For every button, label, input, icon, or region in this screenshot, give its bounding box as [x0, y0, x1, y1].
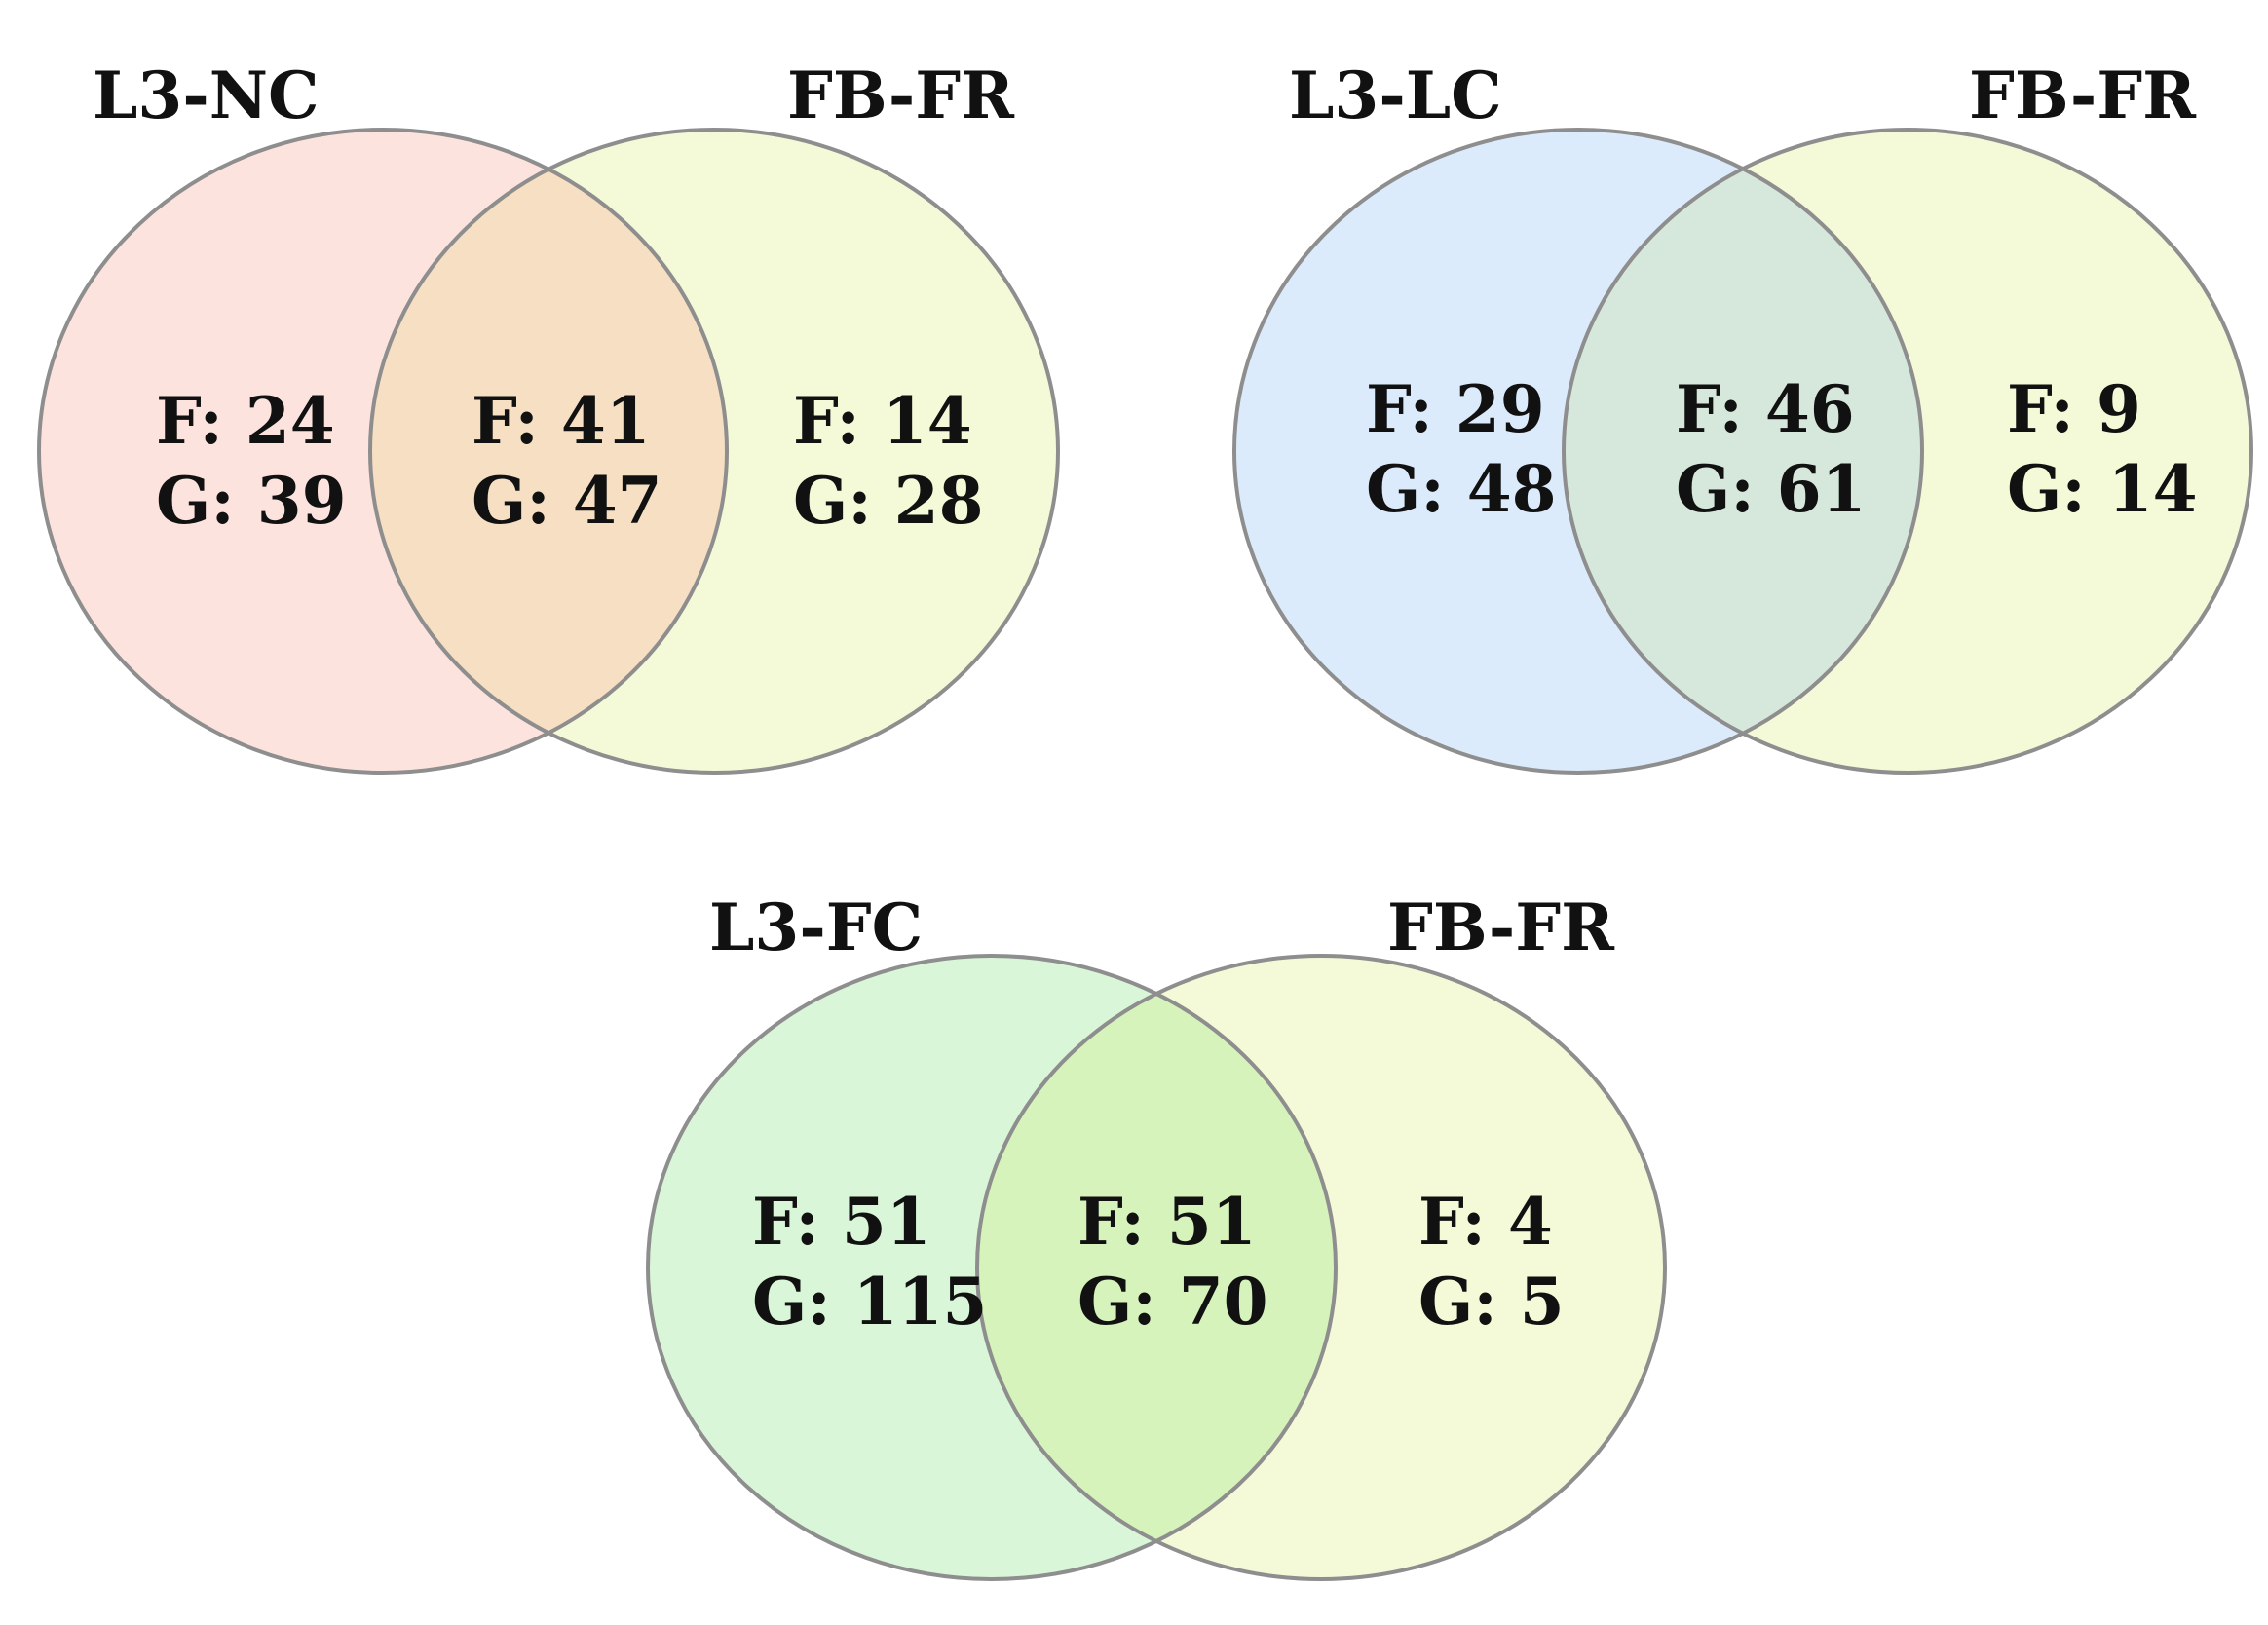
left-only-f-count: F: 51 [752, 1184, 931, 1260]
right-only-f-count: F: 14 [793, 383, 972, 459]
left-only-g-count: G: 115 [752, 1264, 987, 1340]
venn-diagram-2: L3-LC FB-FR F: 29 G: 48 F: 46 G: 61 F: 9… [1232, 57, 2253, 775]
overlap-g-count: G: 70 [1077, 1264, 1268, 1340]
overlap-g-count: G: 61 [1676, 451, 1867, 527]
set-circle-right-outline [368, 128, 1060, 775]
venn-diagram-1: L3-NC FB-FR F: 24 G: 39 F: 41 G: 47 F: 1… [37, 57, 1060, 775]
left-only-g-count: G: 48 [1366, 451, 1557, 527]
set-circle-left-outline [37, 128, 729, 775]
set-title-left: L3-FC [709, 889, 923, 965]
overlap-region [1564, 130, 1922, 773]
overlap-f-count: F: 51 [1077, 1184, 1257, 1260]
right-only-g-count: G: 5 [1418, 1264, 1565, 1340]
left-only-f-count: F: 29 [1366, 371, 1545, 447]
set-title-right: FB-FR [1969, 57, 2197, 133]
right-only-f-count: F: 4 [1418, 1184, 1553, 1260]
overlap-region [370, 130, 727, 773]
left-only-f-count: F: 24 [156, 383, 335, 459]
right-only-g-count: G: 14 [2007, 451, 2198, 527]
set-circle-right-outline [975, 954, 1667, 1581]
right-only-f-count: F: 9 [2007, 371, 2141, 447]
overlap-f-count: F: 41 [472, 383, 651, 459]
set-circle-right-outline [1562, 128, 2253, 775]
set-title-left: L3-NC [93, 57, 320, 133]
set-title-right: FB-FR [1387, 889, 1615, 965]
overlap-region [977, 956, 1336, 1579]
set-title-right: FB-FR [787, 57, 1015, 133]
left-only-g-count: G: 39 [156, 463, 347, 539]
overlap-g-count: G: 47 [472, 463, 662, 539]
venn-diagram-3: L3-FC FB-FR F: 51 G: 115 F: 51 G: 70 F: … [646, 889, 1667, 1581]
set-circle-left-outline [1232, 128, 1924, 775]
set-circle-left-outline [646, 954, 1338, 1581]
right-only-g-count: G: 28 [793, 463, 984, 539]
overlap-f-count: F: 46 [1676, 371, 1855, 447]
set-title-left: L3-LC [1289, 57, 1502, 133]
